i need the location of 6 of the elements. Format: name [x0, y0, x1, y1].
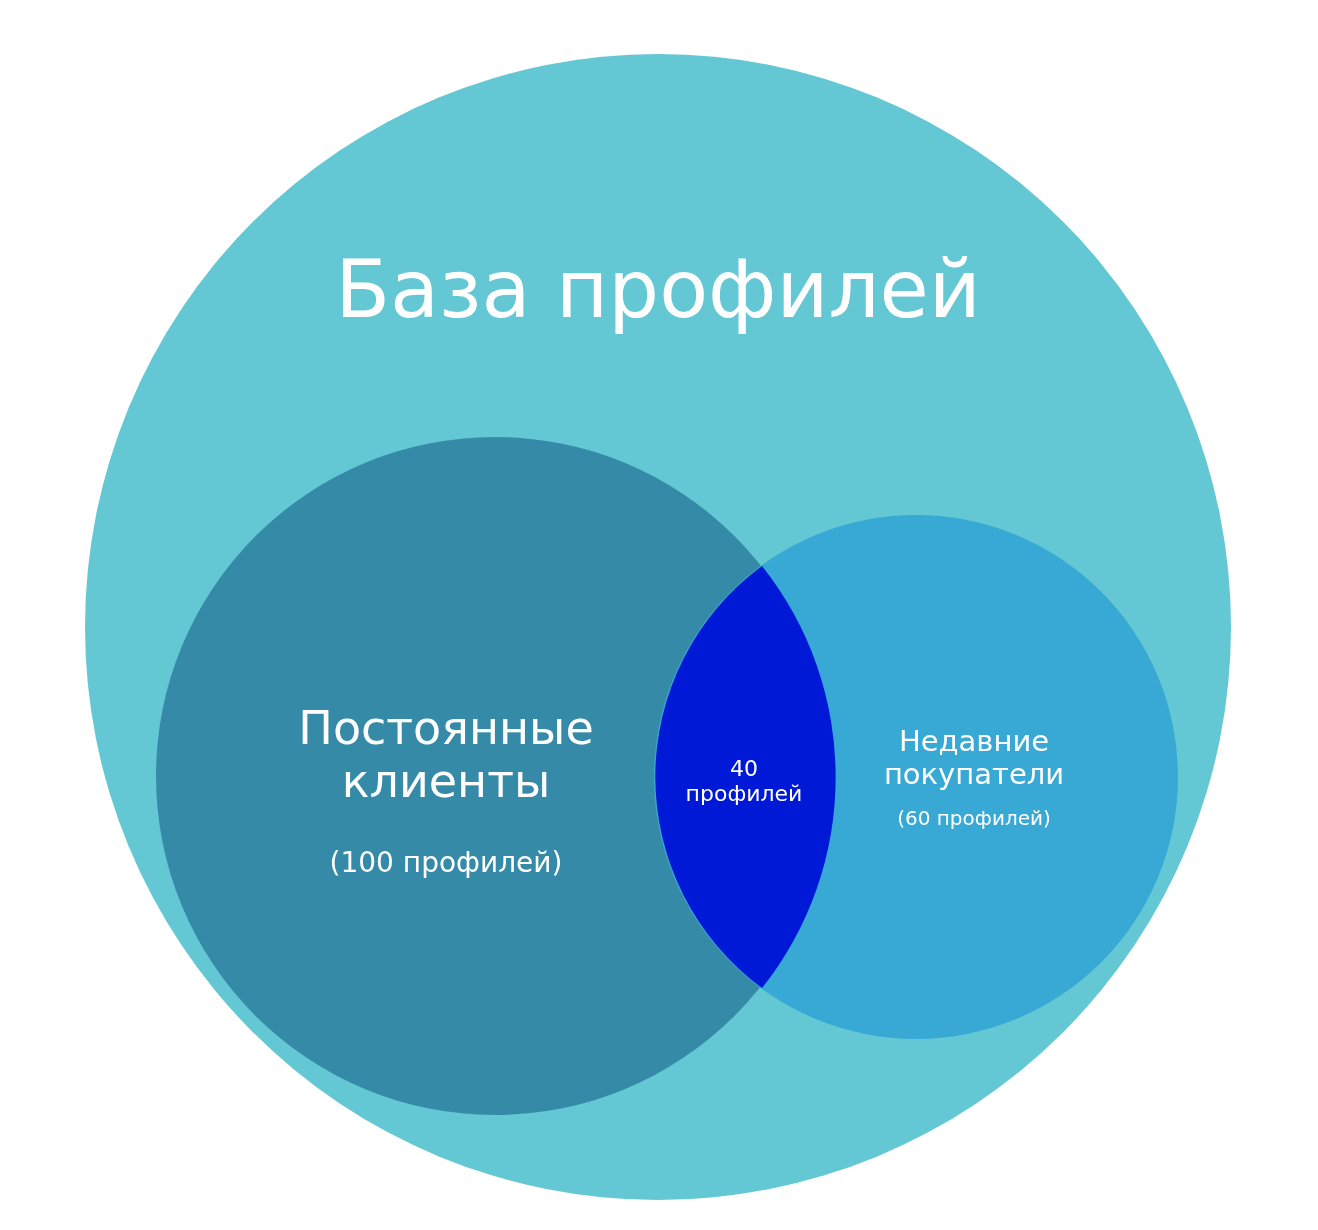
- set-label: База профилей: [334, 244, 982, 336]
- count-label: (100 профилей): [328, 847, 564, 880]
- set-label: Недавние покупатели: [882, 725, 1066, 792]
- set-label: Постоянные клиенты: [297, 702, 595, 808]
- count-label: (60 профилей): [896, 807, 1052, 830]
- set-label: 40 профилей: [684, 756, 804, 807]
